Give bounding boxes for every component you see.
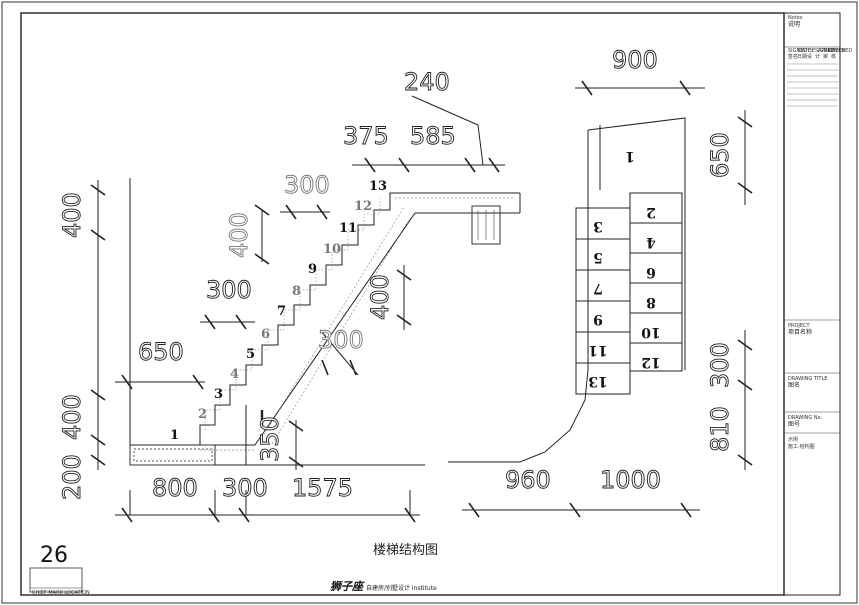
plan-label: 8 [646,294,656,310]
dim-350: 350 [256,416,284,462]
svg-text:SIGNED: SIGNED [788,48,807,54]
dim-1575: 1575 [292,474,353,502]
plan-dimension-lines [462,80,753,518]
svg-text:计: 计 [815,53,820,60]
plan-label: 11 [588,342,607,358]
step-label: 7 [277,304,286,319]
svg-text:施工·结构图: 施工·结构图 [788,443,815,450]
notes-label-cn: 说明 [788,20,800,28]
brand-logo: 狮子座 [330,580,365,593]
page-number: 26 [40,543,68,568]
notes-label-en: Notes [788,15,803,21]
plan-label: 7 [593,280,603,296]
svg-text:DATE: DATE [798,48,811,54]
dim-400-right: 400 [366,274,394,320]
drawing-no-label-en: DRAWING No. [788,415,823,421]
dim-585: 585 [410,122,456,150]
plan-label: 2 [646,204,656,220]
title-block: Notes 说明 SIGNED DATE DESIGNED APPROVED C… [783,12,852,596]
brand-subtitle: 自建房/别墅设计 institute [366,584,437,592]
step-label: 5 [246,347,255,362]
plan-label: 5 [593,249,603,265]
plan-dimension-labels: 900 650 300 810 960 1000 [505,46,735,495]
svg-text:APPROVED: APPROVED [818,48,845,54]
plan-labels: 1 2 4 6 8 10 12 3 5 7 9 11 13 [588,148,660,389]
drawing-no-label-cn: 图号 [788,421,800,428]
dim-400-left: 400 [58,192,86,238]
svg-text:核: 核 [831,53,836,60]
step-label: 9 [308,262,317,277]
dim-400-upper: 400 [225,212,253,258]
step-label: 8 [292,284,301,299]
plan-label: 13 [588,373,607,389]
approval-row: SIGNED DATE DESIGNED APPROVED CHECKED 签名… [788,48,852,60]
step-label: 10 [323,242,341,257]
dim-900: 900 [612,46,658,74]
step-label: 2 [198,407,207,422]
svg-text:CHECKED: CHECKED [828,48,852,54]
dim-300-diag: 300 [318,326,364,354]
drawing-frame [20,12,785,596]
drawing-caption: 楼梯结构图 [373,543,438,558]
stair-plan [448,117,686,463]
stamp-box: CHIEF MARK LOCATION [29,567,90,596]
project-label-cn: 项目名称 [788,328,812,336]
stair-section [129,178,521,466]
step-label: 6 [261,327,270,342]
dim-300-right: 300 [706,342,734,388]
svg-text:审: 审 [823,53,828,60]
step-label: 12 [354,199,372,214]
dim-200-left: 200 [58,454,86,500]
dim-960: 960 [505,466,551,494]
dim-800: 800 [152,474,198,502]
plan-label: 9 [593,311,603,327]
dim-650: 650 [138,338,184,366]
stamp-label: CHIEF MARK LOCATION [32,590,90,596]
section-dimension-labels: 240 375 585 300 400 300 650 400 300 400 … [58,68,457,503]
svg-text:示例: 示例 [788,436,798,443]
step-rebar [204,198,381,430]
plan-label-top: 1 [625,148,635,164]
dim-240: 240 [404,68,450,96]
plan-label: 4 [646,234,656,250]
section-dimension-lines [90,95,505,523]
plan-label: 6 [646,264,656,280]
step-label: 1 [170,428,179,443]
drawing-title-label-en: DRAWING TITLE [788,376,827,382]
step-label: 13 [369,179,387,194]
svg-text:设: 设 [807,53,812,60]
plan-label: 12 [641,354,660,370]
step-label: 4 [230,367,239,382]
plan-label: 10 [641,324,661,340]
dim-300-bottom: 300 [222,474,268,502]
drawing-title-label-cn: 图名 [788,381,800,389]
step-label: 3 [214,387,223,402]
dim-400-left-lower: 400 [58,394,86,440]
dim-375: 375 [343,122,389,150]
project-label-en: PROJECT [788,323,811,329]
svg-text:日期: 日期 [797,54,807,60]
svg-text:DESIGNED: DESIGNED [808,48,834,54]
step-numbers: 1 2 3 4 5 6 7 8 9 10 11 12 13 [170,179,387,443]
dim-650-right: 650 [706,132,734,178]
dim-1000: 1000 [600,466,661,494]
step-label: 11 [339,221,357,236]
plan-label: 3 [593,218,603,234]
dim-300-top: 300 [284,171,330,199]
svg-text:签名: 签名 [788,53,798,60]
dim-300-mid: 300 [206,276,252,304]
dim-810: 810 [706,406,734,452]
